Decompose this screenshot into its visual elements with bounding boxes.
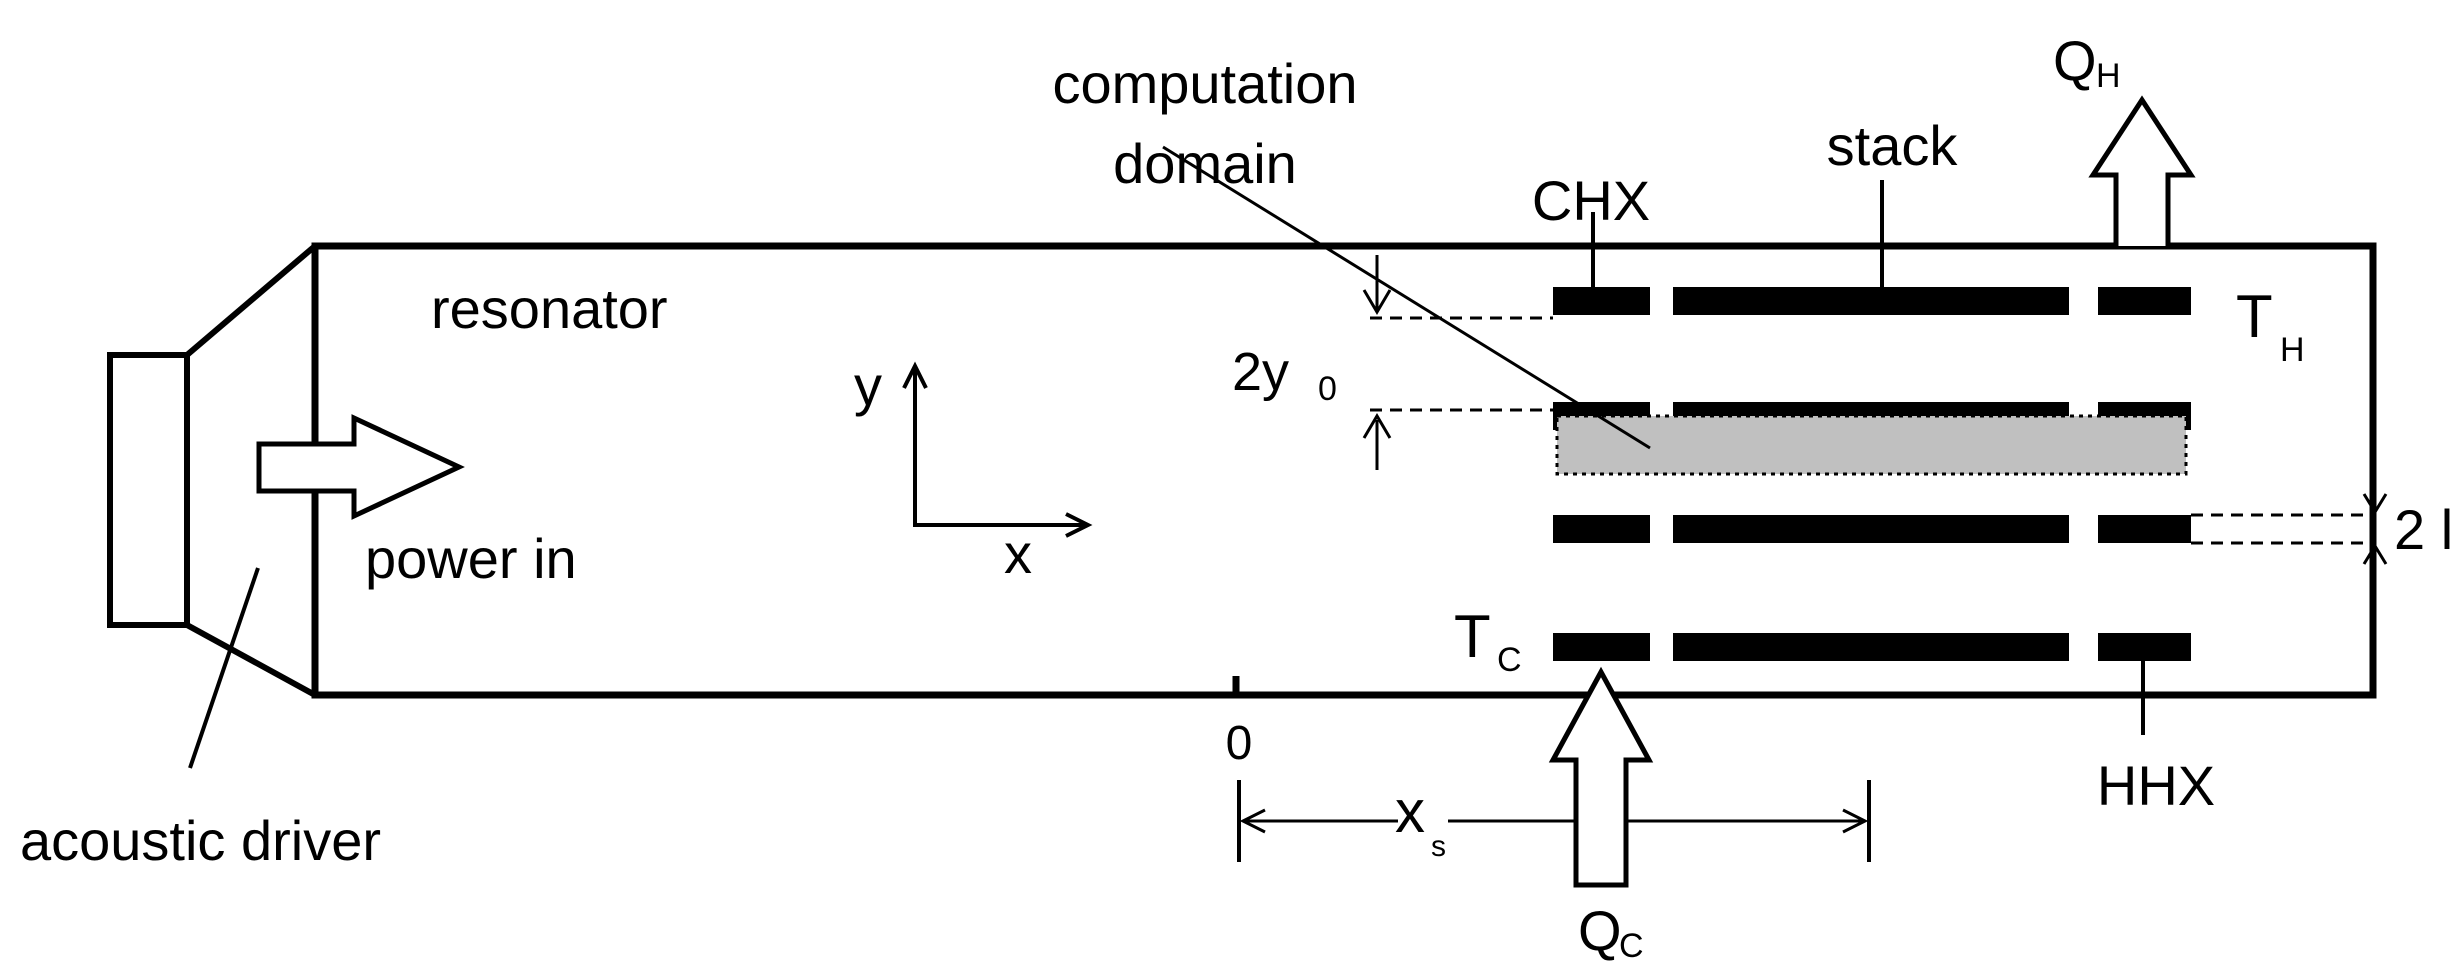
two-y0-dimension xyxy=(1362,255,1553,470)
t-c-subscript: C xyxy=(1497,641,1522,679)
zero-label: 0 xyxy=(1226,717,1253,770)
chx-label: CHX xyxy=(1532,169,1650,232)
driver-cone-top xyxy=(185,243,317,358)
stack-plate xyxy=(1673,633,2069,661)
xs-label: x xyxy=(1395,778,1425,845)
right-arrow-icon xyxy=(1065,512,1093,538)
x-axis-label: x xyxy=(1004,522,1032,585)
chx-plate xyxy=(1553,633,1650,661)
hhx-plate xyxy=(2098,633,2191,661)
driver-magnet xyxy=(107,352,190,628)
xs-subscript: s xyxy=(1431,830,1446,863)
hhx-plate xyxy=(2098,287,2191,315)
chx-plate xyxy=(1553,515,1650,543)
up-arrow-icon xyxy=(902,361,928,389)
t-c-label: T xyxy=(1454,603,1491,670)
up-hollow-arrow-icon xyxy=(2088,95,2196,246)
t-h-subscript: H xyxy=(2280,331,2305,369)
computation-domain-label: domain xyxy=(1113,132,1297,195)
resonator-label: resonator xyxy=(431,277,668,340)
stack-label: stack xyxy=(1827,114,1959,177)
left-arrow-icon xyxy=(1239,808,1266,834)
computation-domain-leader xyxy=(1162,145,1651,450)
up-arrow-icon xyxy=(1362,413,1392,439)
acoustic-driver xyxy=(107,243,317,698)
two-y0-label: 2y xyxy=(1232,342,1289,402)
q-h-subscript: H xyxy=(2096,57,2121,95)
computation-domain-label: computation xyxy=(1052,52,1357,115)
stack-plate xyxy=(1673,515,2069,543)
t-h-label: T xyxy=(2236,283,2273,350)
y-axis-label: y xyxy=(854,354,882,417)
up-arrow-icon xyxy=(2362,543,2388,565)
up-hollow-arrow-icon xyxy=(1548,666,1654,888)
two-l-label: 2 l xyxy=(2394,498,2453,561)
stack-plate xyxy=(1673,287,2069,315)
right-hollow-arrow-icon xyxy=(256,414,465,520)
q-c-subscript: C xyxy=(1619,927,1644,965)
q-h-label: Q xyxy=(2053,29,2097,92)
down-arrow-icon xyxy=(2362,493,2388,515)
acoustic-driver-label: acoustic driver xyxy=(20,809,381,872)
two-y0-subscript: 0 xyxy=(1318,370,1337,408)
computation-domain xyxy=(1555,414,2188,476)
two-l-dimension xyxy=(2191,470,2388,605)
right-arrow-icon xyxy=(1842,808,1869,834)
down-arrow-icon xyxy=(1362,289,1392,315)
power-in-label: power in xyxy=(365,527,577,590)
hhx-label: HHX xyxy=(2097,754,2215,817)
q-c-label: Q xyxy=(1578,899,1622,962)
coordinate-axes xyxy=(902,361,1093,538)
driver-cone-bottom xyxy=(185,622,317,698)
chx-plate xyxy=(1553,287,1650,315)
hhx-plate xyxy=(2098,515,2191,543)
acoustic-driver-leader xyxy=(188,567,260,769)
xs-dimension xyxy=(1232,676,1871,862)
